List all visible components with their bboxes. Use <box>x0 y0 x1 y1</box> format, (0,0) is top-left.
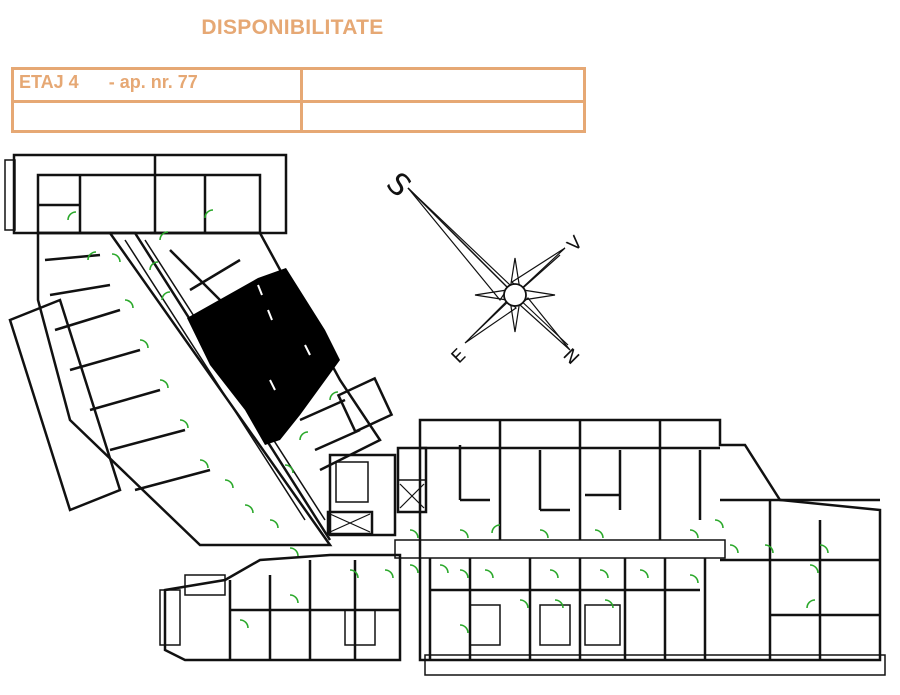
walls <box>4 153 886 676</box>
compass-north-label: N <box>559 345 583 369</box>
compass-east-label: E <box>447 345 470 368</box>
apartment-77-highlight[interactable] <box>187 268 340 445</box>
table-divider <box>300 70 303 130</box>
info-row <box>14 103 583 133</box>
compass-rose: S V E N <box>379 166 587 369</box>
floor-apartment-label: ETAJ 4 - ap. nr. 77 <box>19 72 198 92</box>
compass-west-label: V <box>563 232 587 256</box>
compass-south-label: S <box>379 166 417 204</box>
door-swings <box>67 209 829 634</box>
apartment-77-interior-lines <box>257 284 311 391</box>
floor-plan: S V E N <box>4 153 886 676</box>
info-row: ETAJ 4 - ap. nr. 77 <box>14 70 583 103</box>
page-title: DISPONIBILITATE <box>201 16 384 39</box>
info-table: ETAJ 4 - ap. nr. 77 <box>11 67 586 133</box>
